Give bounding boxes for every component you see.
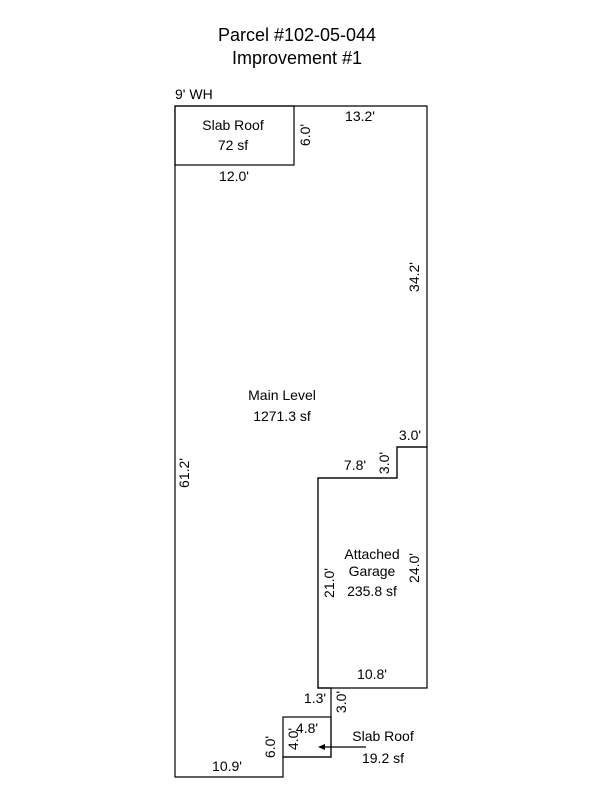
dim-garage-left: 21.0'	[321, 568, 337, 598]
dim-garage-right: 24.0'	[406, 553, 422, 583]
dim-slab-top-side: 6.0'	[297, 124, 313, 146]
dim-step-small: 1.3'	[304, 690, 326, 706]
dim-bottom-step-side: 6.0'	[262, 736, 278, 758]
garage-name-1: Attached	[344, 546, 399, 562]
main-level-outline	[174, 105, 428, 778]
wall-height-label: 9' WH	[175, 86, 213, 102]
slab-roof-top-name: Slab Roof	[202, 117, 264, 133]
dim-slab-small-top: 4.8'	[296, 720, 318, 736]
title-parcel: Parcel #102-05-044	[218, 25, 376, 45]
arrow-head-icon	[318, 744, 325, 750]
garage-outline	[317, 446, 428, 689]
garage-name-2: Garage	[349, 563, 396, 579]
dim-notch-side: 3.0'	[376, 452, 392, 474]
slab-roof-bottom-name: Slab Roof	[352, 728, 414, 744]
slab-roof-bottom-outline	[282, 716, 332, 758]
dim-garage-top: 7.8'	[344, 457, 366, 473]
slab-roof-bottom-area: 19.2 sf	[362, 750, 404, 766]
main-level-name: Main Level	[248, 387, 316, 403]
dim-left: 61.2'	[176, 458, 192, 488]
slab-roof-top-outline	[174, 105, 295, 166]
dim-top-right: 13.2'	[345, 108, 375, 124]
dim-garage-bottom: 10.8'	[357, 666, 387, 682]
dim-right-upper: 34.2'	[406, 262, 422, 292]
dim-step-side: 3.0'	[333, 691, 349, 713]
garage-area: 235.8 sf	[347, 583, 397, 599]
main-level-area: 1271.3 sf	[253, 408, 311, 424]
title-improvement: Improvement #1	[232, 48, 362, 68]
dim-notch-top: 3.0'	[399, 427, 421, 443]
slab-roof-top-area: 72 sf	[218, 137, 248, 153]
dim-slab-small-side: 4.0'	[285, 728, 301, 750]
dim-bottom: 10.9'	[212, 758, 242, 774]
dim-slab-top-bottom: 12.0'	[219, 168, 249, 184]
